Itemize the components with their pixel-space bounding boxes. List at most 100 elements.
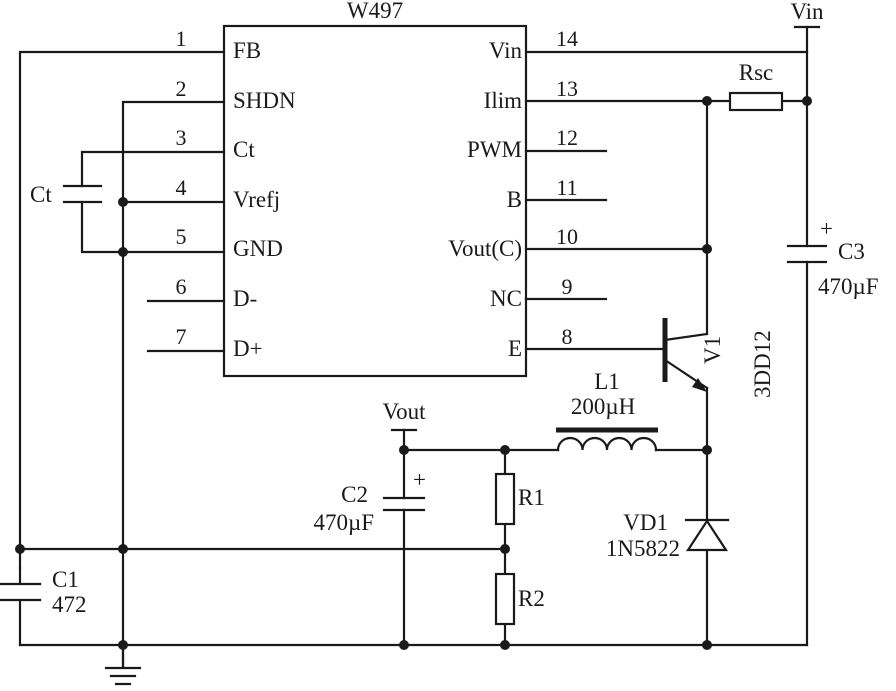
junction-dot xyxy=(15,544,25,554)
pin-7-number: 7 xyxy=(176,324,187,349)
l1-coil xyxy=(556,436,658,452)
pin-11-label: B xyxy=(507,187,522,212)
r1-resistor: R1 xyxy=(494,472,545,526)
l1-name: L1 xyxy=(594,369,620,394)
c3-value: 470µF xyxy=(818,274,879,299)
pin-12: 12 PWM xyxy=(467,125,578,162)
wire-gnd-ct-bottom xyxy=(80,200,226,254)
c2-polarity: + xyxy=(413,467,426,492)
pin-14-label: Vin xyxy=(489,38,523,63)
vd1-name: VD1 xyxy=(623,510,668,535)
vd1-triangle xyxy=(685,518,729,552)
pin-3-number: 3 xyxy=(176,125,187,150)
pin-4-number: 4 xyxy=(176,175,187,200)
l1-value: 200µH xyxy=(571,394,635,419)
junction-dot xyxy=(118,197,128,207)
junction-dot xyxy=(118,640,128,650)
pin-14-number: 14 xyxy=(556,26,578,51)
pin-9: 9 NC xyxy=(490,274,572,311)
pin-14: 14 Vin xyxy=(489,26,578,63)
junction-dot xyxy=(118,247,128,257)
c1-name: C1 xyxy=(52,567,79,592)
junction-dot xyxy=(118,544,128,554)
pin-9-label: NC xyxy=(490,286,522,311)
pin-9-number: 9 xyxy=(562,274,573,299)
c2-capacitor: + C2 470µF xyxy=(313,467,426,535)
c2-value: 470µF xyxy=(313,510,374,535)
junction-dot xyxy=(399,640,409,650)
vin-terminal: Vin xyxy=(790,0,824,29)
pin-7: 7 D+ xyxy=(176,324,263,361)
ground-symbol xyxy=(104,643,142,686)
pin-6-label: D- xyxy=(233,286,257,311)
junction-dot xyxy=(702,640,712,650)
pin-2: 2 SHDN xyxy=(176,76,297,113)
vout-label: Vout xyxy=(382,399,426,424)
pin-13: 13 Ilim xyxy=(484,76,578,113)
pin-12-number: 12 xyxy=(556,125,578,150)
vd1-diode: VD1 1N5822 xyxy=(606,510,730,561)
r2-body xyxy=(494,572,516,626)
ic-right-pins: 14 Vin 13 Ilim 12 PWM 11 B 10 Vout(C) 9 … xyxy=(448,26,578,361)
r2-resistor: R2 xyxy=(494,572,545,626)
junction-dot xyxy=(500,640,510,650)
pin-3: 3 Ct xyxy=(176,125,256,162)
pin-8-number: 8 xyxy=(562,324,573,349)
v1-part: 3DD12 xyxy=(750,330,775,398)
pin-13-label: Ilim xyxy=(484,88,522,113)
v1-emitter-arrow xyxy=(692,378,707,392)
pin-13-number: 13 xyxy=(556,76,578,101)
pin-5-label: GND xyxy=(233,236,283,261)
pin-10: 10 Vout(C) xyxy=(448,224,578,261)
r2-label: R2 xyxy=(518,586,545,611)
c1-value: 472 xyxy=(52,592,87,617)
c3-polarity: + xyxy=(820,216,833,241)
pin-2-number: 2 xyxy=(176,76,187,101)
pin-8: 8 E xyxy=(508,324,573,361)
pin-1-number: 1 xyxy=(176,26,187,51)
pin-10-label: Vout(C) xyxy=(448,236,522,261)
pin-12-label: PWM xyxy=(467,137,522,162)
ct-capacitor: Ct xyxy=(30,182,103,207)
pin-1: 1 FB xyxy=(176,26,262,63)
pin-5: 5 GND xyxy=(176,224,283,261)
pin-11-number: 11 xyxy=(556,175,577,200)
pin-6: 6 D- xyxy=(176,274,258,311)
c3-capacitor: + C3 470µF xyxy=(786,216,879,299)
wire-shdn-ground-rail xyxy=(121,100,226,668)
pin-4-label: Vrefj xyxy=(233,187,280,212)
wire-ct-top xyxy=(80,150,226,188)
vin-label: Vin xyxy=(790,0,824,24)
v1-collector-lead xyxy=(663,332,709,342)
rsc-resistor: Rsc xyxy=(728,60,784,112)
pin-10-number: 10 xyxy=(556,224,578,249)
c2-name: C2 xyxy=(341,482,368,507)
pin-7-label: D+ xyxy=(233,336,263,361)
r1-body xyxy=(494,472,516,526)
vd1-part: 1N5822 xyxy=(606,536,680,561)
pin-4: 4 Vrefj xyxy=(176,175,281,212)
junction-dots xyxy=(15,96,812,650)
v1-name: V1 xyxy=(700,336,725,364)
pin-11: 11 B xyxy=(507,175,578,212)
c1-capacitor: C1 472 xyxy=(0,566,87,617)
wires xyxy=(18,25,809,668)
junction-dot xyxy=(702,244,712,254)
pin-3-label: Ct xyxy=(233,137,255,162)
ic-name: W497 xyxy=(347,0,403,23)
v1-transistor: V1 3DD12 xyxy=(662,318,775,398)
c3-name: C3 xyxy=(838,239,865,264)
rsc-label: Rsc xyxy=(739,60,774,85)
ic-left-pins: 1 FB 2 SHDN 3 Ct 4 Vrefj 5 GND 6 D- 7 D+ xyxy=(176,26,297,361)
pin-5-number: 5 xyxy=(176,224,187,249)
pin-1-label: FB xyxy=(233,38,261,63)
junction-dot xyxy=(802,96,812,106)
junction-dot xyxy=(702,445,712,455)
junction-dot xyxy=(500,445,510,455)
pin-8-label: E xyxy=(508,336,522,361)
pin-2-label: SHDN xyxy=(233,88,296,113)
rsc-body xyxy=(728,91,784,112)
junction-dot xyxy=(702,96,712,106)
r1-label: R1 xyxy=(518,485,545,510)
